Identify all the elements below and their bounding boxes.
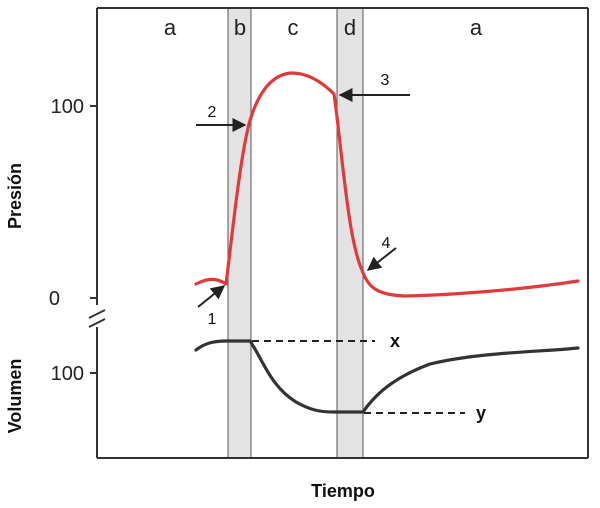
volume-axis-label: Volumen xyxy=(5,359,25,434)
phase-label-b: b xyxy=(234,15,246,40)
arrow-1 xyxy=(197,285,226,308)
volume-curve xyxy=(194,339,580,414)
phase-band-d xyxy=(336,7,364,459)
phase-label-a-left: a xyxy=(164,15,177,40)
pressure-tick-100: 100 xyxy=(51,96,84,118)
axis-break-mark xyxy=(88,309,106,319)
marker-2: 2 xyxy=(208,104,217,121)
phase-label-c: c xyxy=(288,15,299,40)
pressure-curve xyxy=(194,71,580,298)
phase-label-d: d xyxy=(344,15,356,40)
time-axis-label: Tiempo xyxy=(311,481,375,501)
level-y-label: y xyxy=(476,403,486,423)
marker-3: 3 xyxy=(381,72,390,89)
axis-break-mark xyxy=(88,318,106,328)
level-x-label: x xyxy=(390,331,400,351)
marker-1: 1 xyxy=(208,311,217,328)
phase-label-a-right: a xyxy=(470,15,483,40)
marker-4: 4 xyxy=(382,235,391,252)
volume-tick-100: 100 xyxy=(51,363,84,385)
arrow-4 xyxy=(366,247,397,271)
pressure-tick-0: 0 xyxy=(49,288,60,310)
pressure-axis-label: Presión xyxy=(5,163,25,229)
